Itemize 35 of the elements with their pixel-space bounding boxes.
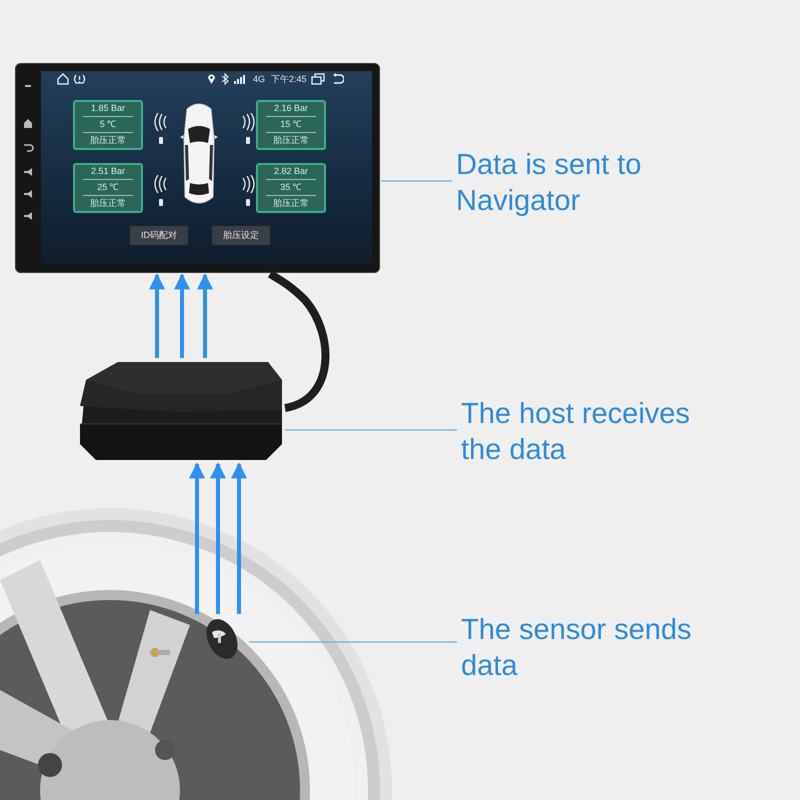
status-text: 胎压正常 xyxy=(90,134,126,147)
caption-text: The sensor sends data xyxy=(461,612,731,684)
upload-arrow xyxy=(149,273,165,358)
clock-text: 下午2:45 xyxy=(271,73,308,85)
temperature-value: 5 ℃ xyxy=(100,118,116,131)
status-text: 胎压正常 xyxy=(90,197,126,210)
pressure-tile xyxy=(256,163,326,213)
host-box-drawing xyxy=(78,360,284,462)
pressure-tile xyxy=(73,163,143,213)
status-text: 4G xyxy=(253,73,266,85)
status-text: 胎压正常 xyxy=(273,134,309,147)
upload-arrow xyxy=(174,273,190,358)
pressure-value: 2.82 Bar xyxy=(274,165,308,178)
leader-line xyxy=(285,429,457,431)
upload-arrow xyxy=(189,462,205,614)
temperature-value: 35 ℃ xyxy=(280,181,302,194)
status-text: 胎压正常 xyxy=(273,197,309,210)
caption-text: The host receives the data xyxy=(461,396,731,468)
upload-arrow xyxy=(197,273,213,358)
pressure-value: 2.51 Bar xyxy=(90,165,126,178)
upload-arrow xyxy=(231,462,247,614)
upload-arrow xyxy=(210,462,226,614)
pressure-value: 1.85 Bar xyxy=(90,102,126,115)
pairing-button: ID码配对 xyxy=(130,226,188,245)
cable xyxy=(268,270,330,412)
pressure-tile xyxy=(73,100,143,150)
settings-button: 胎压设定 xyxy=(212,226,270,245)
pressure-tile xyxy=(256,100,326,150)
pressure-value: 2.16 Bar xyxy=(274,102,308,115)
leader-line xyxy=(249,641,457,643)
temperature-value: 25 ℃ xyxy=(97,181,119,194)
tablet-screen xyxy=(15,63,380,273)
caption-text: Data is sent to Navigator xyxy=(456,147,726,219)
temperature-value: 15 ℃ xyxy=(280,118,302,131)
leader-line xyxy=(381,180,452,182)
